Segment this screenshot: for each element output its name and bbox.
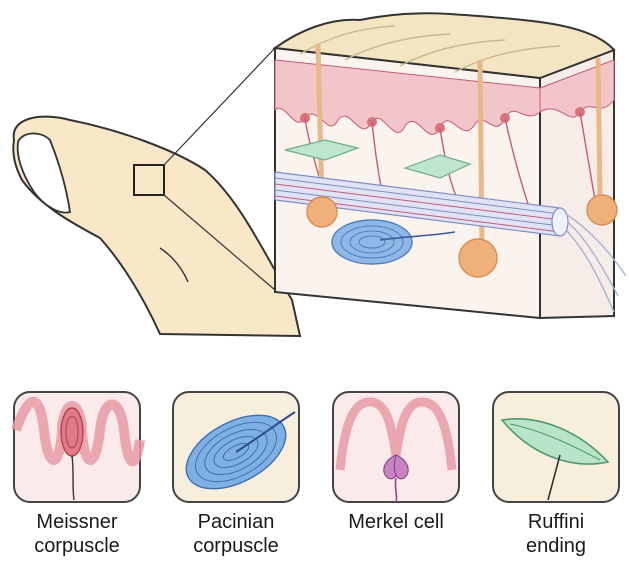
merkel-panel xyxy=(333,392,459,502)
merkel-label-line1: Merkel cell xyxy=(321,510,471,534)
pacinian-label-line2: corpuscle xyxy=(161,534,311,558)
finger-shape xyxy=(13,117,300,336)
nerve-bundle-end xyxy=(552,208,568,236)
pacinian-label-line1: Pacinian xyxy=(161,510,311,534)
fingertip-illustration xyxy=(13,48,300,336)
hair-bulb xyxy=(307,197,337,227)
ruffini-panel xyxy=(493,392,619,502)
pacinian-panel xyxy=(173,392,299,504)
ruffini-label-line2: ending xyxy=(481,534,629,558)
meissner-label-line1: Meissner xyxy=(2,510,152,534)
meissner-panel xyxy=(14,392,140,502)
pacinian-label: Pacinian corpuscle xyxy=(161,510,311,558)
meissner-label-line2: corpuscle xyxy=(2,534,152,558)
meissner-corpuscle-icon xyxy=(61,408,83,456)
zoom-line-top xyxy=(164,48,275,165)
meissner-label: Meissner corpuscle xyxy=(2,510,152,558)
skin-cross-section xyxy=(275,13,626,318)
hair-bulb xyxy=(587,195,617,225)
ruffini-label: Ruffini ending xyxy=(481,510,629,558)
ruffini-label-line1: Ruffini xyxy=(481,510,629,534)
hair-shaft xyxy=(598,58,600,196)
hair-bulb xyxy=(459,239,497,277)
merkel-label: Merkel cell xyxy=(321,510,471,534)
